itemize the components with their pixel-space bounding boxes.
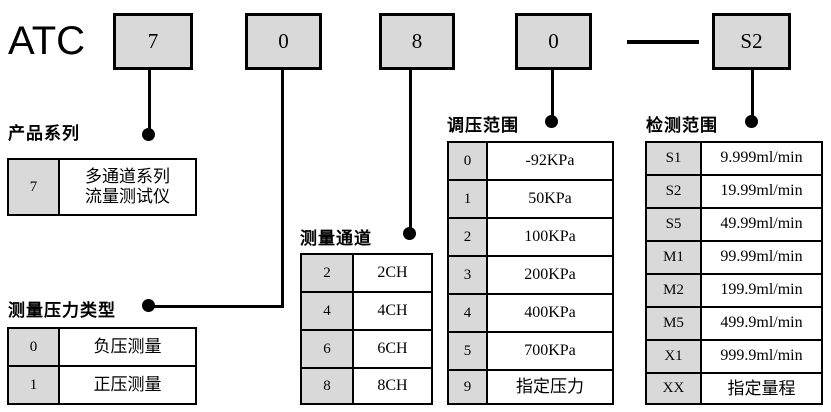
cell-code: 9	[449, 371, 488, 403]
table-row: S1 9.999ml/min	[647, 143, 821, 176]
cell-code: XX	[647, 374, 702, 403]
table-row: 1 50KPa	[449, 181, 612, 219]
cell-value: 指定量程	[702, 374, 821, 403]
cell-code: 3	[449, 257, 488, 293]
heading-measure-channel: 测量通道	[300, 229, 372, 248]
cell-value: 99.99ml/min	[702, 242, 821, 273]
table-row: M5 499.9ml/min	[647, 308, 821, 341]
cell-value: 6CH	[354, 331, 431, 367]
table-row: 6 6CH	[302, 331, 431, 369]
cell-code: S1	[647, 143, 702, 174]
cell-value: 100KPa	[488, 219, 612, 255]
code-box-product-series[interactable]: 7	[113, 13, 193, 70]
connector-line-product-series	[148, 70, 151, 134]
cell-code: S5	[647, 209, 702, 240]
table-pressure-range: 0 -92KPa 1 50KPa 2 100KPa 3 200KPa 4 400…	[447, 141, 614, 405]
cell-code: 4	[302, 293, 354, 329]
table-row: 1 正压测量	[9, 367, 195, 403]
cell-value: 700KPa	[488, 333, 612, 369]
connector-dot-measure-channel	[403, 227, 416, 240]
cell-value: 4CH	[354, 293, 431, 329]
code-box-pressure-range[interactable]: 0	[515, 13, 592, 70]
cell-code: 0	[449, 143, 488, 179]
cell-value: 9.999ml/min	[702, 143, 821, 174]
table-row: 7 多通道系列 流量测试仪	[9, 160, 195, 214]
table-row: 2 2CH	[302, 255, 431, 293]
cell-code: 5	[449, 333, 488, 369]
table-product-series: 7 多通道系列 流量测试仪	[7, 158, 197, 216]
cell-code: 4	[449, 295, 488, 331]
connector-dot-detection-range	[745, 115, 758, 128]
connector-line-pressure-range	[551, 70, 554, 122]
connector-line-detection-range	[751, 70, 754, 122]
table-row: 4 400KPa	[449, 295, 612, 333]
table-row: 8 8CH	[302, 369, 431, 403]
table-row: 9 指定压力	[449, 371, 612, 403]
table-detection-range: S1 9.999ml/min S2 19.99ml/min S5 49.99ml…	[645, 141, 823, 405]
cell-value: -92KPa	[488, 143, 612, 179]
cell-value: 19.99ml/min	[702, 176, 821, 207]
cell-value: 199.9ml/min	[702, 275, 821, 306]
cell-code: 2	[302, 255, 354, 291]
cell-code: X1	[647, 341, 702, 372]
connector-line-measure-channel	[409, 70, 412, 234]
table-row: 3 200KPa	[449, 257, 612, 295]
separator-dash	[627, 40, 699, 44]
table-measure-channel: 2 2CH 4 4CH 6 6CH 8 8CH	[300, 253, 433, 405]
cell-code: 1	[9, 367, 60, 403]
cell-code: 2	[449, 219, 488, 255]
table-row: X1 999.9ml/min	[647, 341, 821, 374]
cell-value: 负压测量	[60, 329, 195, 365]
cell-value: 2CH	[354, 255, 431, 291]
cell-value: 正压测量	[60, 367, 195, 403]
cell-value: 指定压力	[488, 371, 612, 403]
table-row: 4 4CH	[302, 293, 431, 331]
cell-value: 50KPa	[488, 181, 612, 217]
table-row: M1 99.99ml/min	[647, 242, 821, 275]
cell-code: 0	[9, 329, 60, 365]
connector-dot-pressure-range	[545, 115, 558, 128]
table-row: S5 49.99ml/min	[647, 209, 821, 242]
connector-line-pressure-type-horizontal	[148, 305, 284, 308]
connector-dot-product-series	[142, 128, 155, 141]
cell-code: 1	[449, 181, 488, 217]
table-row: 0 负压测量	[9, 329, 195, 367]
cell-code: M1	[647, 242, 702, 273]
cell-value: 多通道系列 流量测试仪	[60, 160, 195, 214]
heading-pressure-type: 测量压力类型	[8, 301, 116, 320]
code-box-detection-range[interactable]: S2	[712, 13, 791, 70]
code-box-pressure-type[interactable]: 0	[245, 13, 322, 70]
cell-value: 400KPa	[488, 295, 612, 331]
cell-value: 8CH	[354, 369, 431, 403]
brand-label: ATC	[8, 19, 86, 63]
connector-line-pressure-type-vertical	[281, 70, 284, 308]
heading-pressure-range: 调压范围	[447, 116, 519, 135]
cell-code: S2	[647, 176, 702, 207]
cell-code: 6	[302, 331, 354, 367]
table-row: 2 100KPa	[449, 219, 612, 257]
cell-code: M2	[647, 275, 702, 306]
heading-detection-range: 检测范围	[646, 116, 718, 135]
cell-code: M5	[647, 308, 702, 339]
cell-value: 200KPa	[488, 257, 612, 293]
cell-value-line2: 流量测试仪	[85, 187, 170, 206]
cell-value-line1: 多通道系列	[85, 167, 170, 187]
code-box-measure-channel[interactable]: 8	[379, 13, 455, 70]
cell-value: 49.99ml/min	[702, 209, 821, 240]
table-row: S2 19.99ml/min	[647, 176, 821, 209]
heading-product-series: 产品系列	[8, 124, 80, 143]
table-row: 0 -92KPa	[449, 143, 612, 181]
table-row: 5 700KPa	[449, 333, 612, 371]
table-pressure-type: 0 负压测量 1 正压测量	[7, 327, 197, 405]
table-row: XX 指定量程	[647, 374, 821, 403]
cell-value: 499.9ml/min	[702, 308, 821, 339]
table-row: M2 199.9ml/min	[647, 275, 821, 308]
connector-dot-pressure-type	[142, 299, 155, 312]
cell-value: 999.9ml/min	[702, 341, 821, 372]
cell-code: 8	[302, 369, 354, 403]
cell-code: 7	[9, 160, 60, 214]
